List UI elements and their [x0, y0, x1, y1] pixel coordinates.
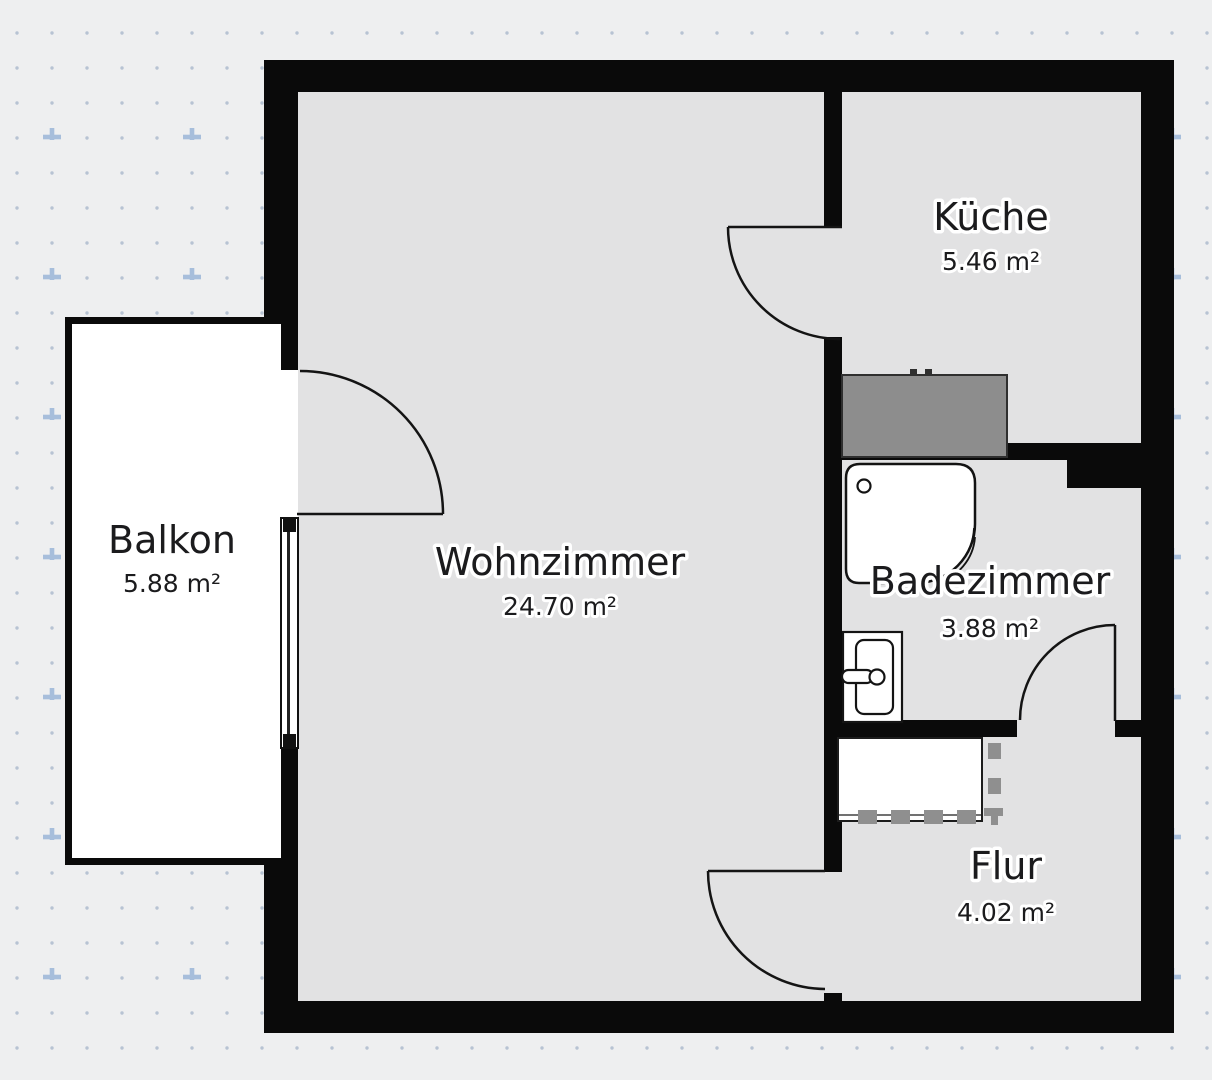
marker-square — [988, 743, 1001, 759]
sink — [840, 630, 904, 724]
bathroom-door-swing — [1018, 623, 1116, 721]
marker-square — [858, 810, 877, 824]
counter-tick-2 — [925, 369, 932, 376]
wall-bath-notch — [1067, 460, 1141, 488]
sink-faucet-head — [868, 668, 886, 686]
shower — [844, 462, 977, 585]
balcony-floor — [65, 317, 298, 865]
wall-living-right-stub — [824, 993, 842, 1001]
apartment-floor — [297, 92, 1141, 1001]
room-area-wohnzimmer: 24.70 m² — [503, 592, 617, 621]
balcony-window — [280, 517, 299, 749]
wall-outer-bottom — [264, 1001, 1174, 1033]
wall-outer-top — [264, 60, 1174, 92]
wardrobe-body — [837, 737, 983, 822]
kitchen-counter — [841, 369, 1008, 458]
shower-door-arc-inner — [935, 536, 976, 584]
wall-below-window — [281, 748, 298, 865]
walls — [264, 60, 1174, 1033]
counter-top — [841, 374, 1008, 458]
wall-bath-hall-right — [1115, 720, 1141, 737]
marker-square — [988, 778, 1001, 794]
room-label-balkon: Balkon — [108, 518, 236, 562]
marker-square — [924, 810, 943, 824]
marker-tee — [984, 808, 1003, 816]
marker-square — [957, 810, 976, 824]
marker-square — [891, 810, 910, 824]
kitchen-door — [726, 225, 842, 341]
counter-tick-1 — [910, 369, 917, 376]
wall-outer-left-upper — [264, 92, 298, 317]
wall-bath-hall-left — [824, 720, 1017, 737]
marker-tee-stem — [991, 816, 998, 825]
sliding-door-markers — [858, 743, 1003, 825]
room-label-kueche: Küche — [933, 195, 1048, 239]
bathroom-door — [1018, 623, 1117, 721]
room-label-flur: Flur — [970, 844, 1042, 888]
balcony-wall-bottom — [65, 858, 281, 865]
shower-drain — [856, 478, 872, 494]
balcony-door-swing — [299, 369, 445, 515]
window-glazing — [287, 532, 290, 734]
wall-living-kitchen — [824, 92, 842, 227]
balcony-door — [297, 369, 445, 516]
entry-door — [706, 869, 826, 991]
window-cap-top — [283, 518, 296, 532]
wardrobe — [837, 737, 1003, 825]
room-balkon — [65, 317, 298, 865]
shower-door-arc-outer — [927, 527, 975, 583]
room-area-badezimmer: 3.88 m² — [941, 614, 1039, 643]
wall-outer-right — [1141, 92, 1174, 1033]
room-label-badezimmer: Badezimmer — [870, 559, 1111, 603]
room-label-wohnzimmer: Wohnzimmer — [435, 540, 686, 584]
entry-door-swing — [706, 870, 826, 991]
balcony-wall-left — [65, 317, 72, 865]
kitchen-door-swing — [726, 226, 841, 341]
doors — [297, 225, 1117, 991]
balcony-wall-top — [65, 317, 281, 324]
window-cap-bottom — [283, 734, 296, 748]
wall-balcony-jamb — [281, 317, 298, 370]
room-area-kueche: 5.46 m² — [942, 247, 1040, 276]
room-area-flur: 4.02 m² — [957, 898, 1055, 927]
sink-faucet — [840, 668, 875, 685]
room-area-balkon: 5.88 m² — [123, 569, 221, 598]
room-labels: Balkon 5.88 m² Wohnzimmer 24.70 m² Küche… — [105, 192, 1115, 931]
